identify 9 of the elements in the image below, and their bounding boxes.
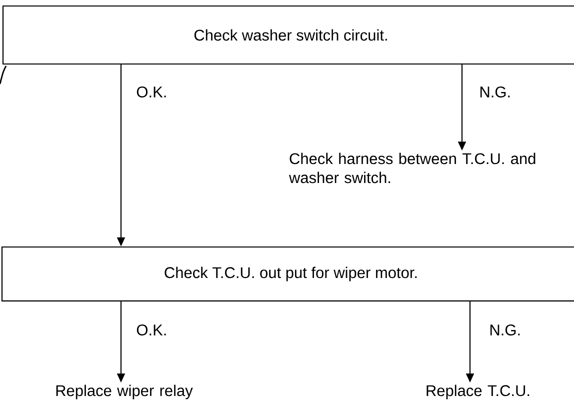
edge-label: O.K. bbox=[135, 86, 168, 98]
edge-label: O.K. bbox=[135, 324, 168, 336]
result-text: Check harness between T.C.U. and washer switch. bbox=[288, 152, 536, 184]
result-text: Replace T.C.U. bbox=[426, 384, 530, 400]
process-box: Check washer switch circuit. bbox=[2, 5, 574, 65]
edge-label: N.G. bbox=[488, 324, 522, 336]
process-box: Check T.C.U. out put for wiper motor. bbox=[1, 246, 574, 302]
edge-label: N.G. bbox=[478, 86, 512, 98]
result-text: Replace wiper relay bbox=[56, 384, 193, 400]
